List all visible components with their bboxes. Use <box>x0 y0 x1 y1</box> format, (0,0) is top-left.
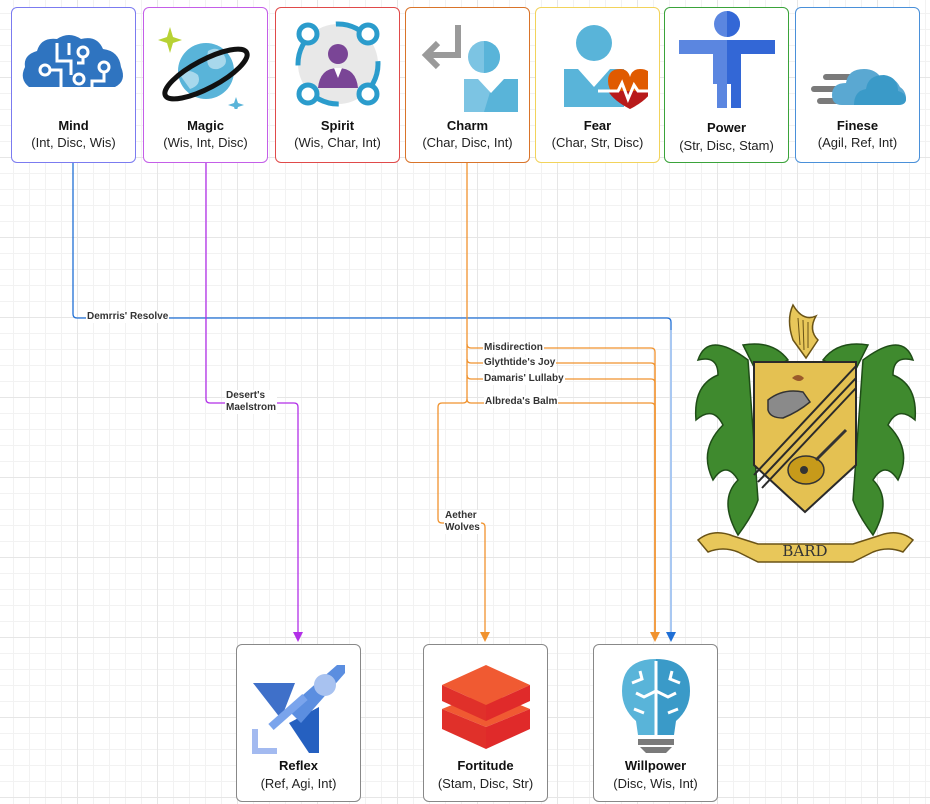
node-title: Charm <box>446 118 489 133</box>
edge-label-line: Wolves <box>445 522 480 533</box>
arrow-demrris-resolve <box>666 632 676 642</box>
node-title: Magic <box>187 118 224 133</box>
rocket-icon <box>237 657 360 757</box>
node-mind[interactable]: Mind (Int, Disc, Wis) <box>11 7 136 163</box>
person-return-arrow-icon <box>406 14 529 114</box>
lightbulb-brain-icon <box>594 655 717 755</box>
wire-demrris-resolve[interactable] <box>72 163 672 632</box>
wire-misdirection[interactable] <box>466 343 656 632</box>
node-willpower[interactable]: Willpower (Disc, Wis, Int) <box>593 644 718 802</box>
brain-cloud-circuit-icon <box>12 14 135 114</box>
person-heartbeat-icon <box>536 14 659 114</box>
node-charm[interactable]: Charm (Char, Disc, Int) <box>405 7 530 163</box>
wire-albredas-balm[interactable] <box>466 398 656 632</box>
edge-label-albredas-balm: Albreda's Balm <box>484 396 559 408</box>
bard-crest-icon: BARD <box>688 300 923 568</box>
node-stats: (Wis, Int, Disc) <box>163 135 248 150</box>
edge-label-demrris-resolve: Demrris' Resolve <box>86 311 170 323</box>
node-title: Power <box>706 120 746 135</box>
person-network-icon <box>276 14 399 114</box>
crest-banner-text: BARD <box>782 542 827 560</box>
node-fortitude[interactable]: Fortitude (Stam, Disc, Str) <box>423 644 548 802</box>
node-title: Fear <box>583 118 612 133</box>
edge-label-desert-maelstrom: Desert's Maelstrom <box>225 390 278 414</box>
node-magic[interactable]: Magic (Wis, Int, Disc) <box>143 7 268 163</box>
edge-label-misdirection: Misdirection <box>483 342 544 354</box>
node-title: Fortitude <box>457 758 514 773</box>
node-finese[interactable]: Finese (Agil, Ref, Int) <box>795 7 920 163</box>
node-stats: (Char, Disc, Int) <box>422 135 513 150</box>
node-stats: (Agil, Ref, Int) <box>817 135 898 150</box>
node-stats: (Char, Str, Disc) <box>551 135 644 150</box>
node-title: Willpower <box>624 758 687 773</box>
node-spirit[interactable]: Spirit (Wis, Char, Int) <box>275 7 400 163</box>
node-title: Spirit <box>320 118 355 133</box>
arrow-desert-maelstrom <box>293 632 303 642</box>
arrow-willpower-orange <box>650 632 660 642</box>
arrow-aether-wolves <box>480 632 490 642</box>
node-stats: (Wis, Char, Int) <box>294 135 381 150</box>
node-title: Reflex <box>278 758 319 773</box>
edge-label-glythtides-joy: Glythtide's Joy <box>483 357 557 369</box>
stacked-layers-icon <box>424 657 547 757</box>
wire-damaris-lullaby[interactable] <box>466 374 656 632</box>
node-stats: (Str, Disc, Stam) <box>679 138 774 153</box>
node-reflex[interactable]: Reflex (Ref, Agi, Int) <box>236 644 361 802</box>
edge-label-line: Aether <box>445 510 477 521</box>
node-power[interactable]: Power (Str, Disc, Stam) <box>664 7 789 163</box>
fast-cloud-icon <box>796 14 919 114</box>
node-title: Mind <box>58 118 89 133</box>
node-title: Finese <box>836 118 879 133</box>
node-stats: (Stam, Disc, Str) <box>437 776 534 791</box>
edge-label-damaris-lullaby: Damaris' Lullaby <box>483 373 565 385</box>
edge-label-aether-wolves: Aether Wolves <box>444 510 481 534</box>
node-stats: (Disc, Wis, Int) <box>613 776 698 791</box>
person-arms-out-icon <box>665 10 788 110</box>
edge-label-line: Desert's <box>226 390 266 401</box>
edge-label-line: Maelstrom <box>226 402 277 413</box>
node-stats: (Ref, Agi, Int) <box>260 776 337 791</box>
node-fear[interactable]: Fear (Char, Str, Disc) <box>535 7 660 163</box>
node-stats: (Int, Disc, Wis) <box>31 135 116 150</box>
planet-ring-icon <box>144 14 267 114</box>
